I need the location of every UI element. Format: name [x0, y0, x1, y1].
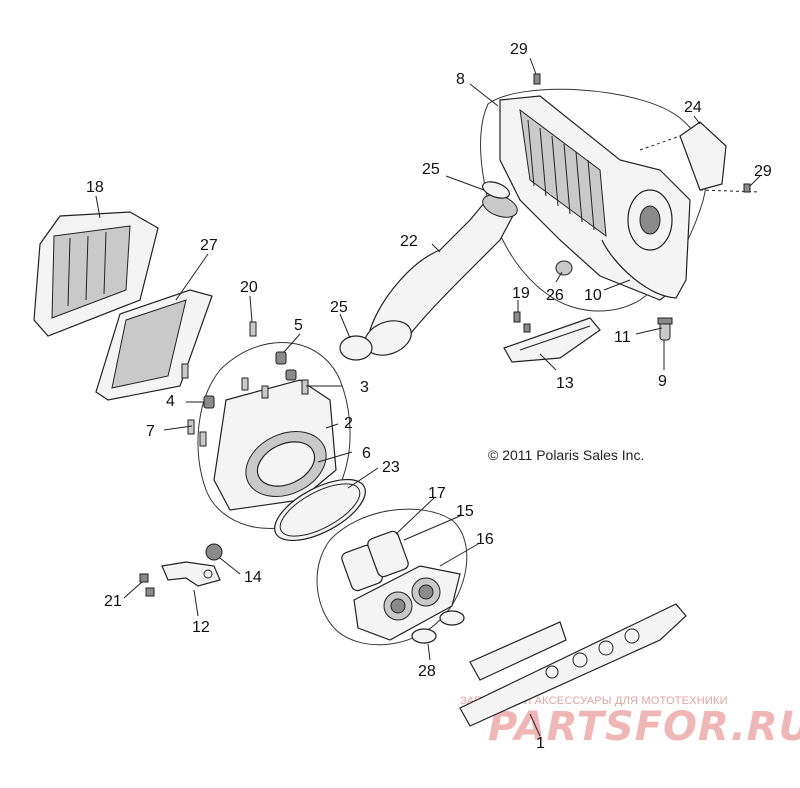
callout-2: 2 [344, 415, 353, 432]
rubber-mount [205, 543, 223, 561]
clamp-28a [411, 628, 437, 644]
callout-10: 10 [584, 287, 602, 304]
watermark-brand: PARTSFOR.RU [488, 704, 800, 750]
callout-25-lower: 25 [330, 299, 348, 316]
callout-4: 4 [166, 393, 175, 410]
callout-26: 26 [546, 287, 564, 304]
airbox-housing [499, 95, 691, 301]
callout-28: 28 [418, 663, 436, 680]
screw-19 [513, 311, 521, 323]
callout-16: 16 [476, 531, 494, 548]
hose-clamp-upper [482, 181, 510, 199]
callout-7: 7 [146, 423, 155, 440]
callout-25-upper: 25 [422, 161, 440, 178]
mount-bracket [161, 561, 221, 587]
filter-box [33, 211, 159, 337]
screw-21b [145, 587, 155, 597]
screw-29-top [533, 73, 541, 85]
callout-11: 11 [614, 329, 631, 346]
intake-duct [364, 194, 518, 356]
leader-lines [95, 57, 761, 737]
drain-valve [657, 317, 673, 341]
callout-21: 21 [104, 593, 122, 610]
screw-19b [523, 323, 531, 333]
grommet [555, 260, 573, 276]
callout-18: 18 [86, 179, 104, 196]
callout-labels: 1 2 3 4 5 6 7 8 9 10 11 12 13 14 15 16 1… [86, 41, 772, 752]
callout-1: 1 [536, 735, 545, 752]
callout-5: 5 [294, 317, 303, 334]
callout-19: 19 [512, 285, 530, 302]
callout-8: 8 [456, 71, 465, 88]
callout-15: 15 [456, 503, 474, 520]
copyright-notice: © 2011 Polaris Sales Inc. [488, 447, 644, 463]
fasteners-cluster [181, 321, 309, 447]
outlet-plenum [341, 530, 461, 641]
callout-12: 12 [192, 619, 210, 636]
filter-element [95, 289, 213, 401]
callout-29-top: 29 [510, 41, 528, 58]
callout-9: 9 [658, 373, 667, 390]
callout-20: 20 [240, 279, 258, 296]
seal-ring [274, 478, 366, 542]
inlet-housing [213, 379, 337, 511]
support-bracket [503, 317, 601, 363]
callout-22: 22 [400, 233, 418, 250]
watermark: ЗАПЧАСТИ И АКСЕССУАРЫ ДЛЯ МОТОТЕХНИКИ PA… [460, 695, 800, 750]
callout-6: 6 [362, 445, 371, 462]
screw-21a [139, 573, 149, 583]
hose-clamp-lower [339, 335, 373, 361]
base-plate [459, 603, 687, 727]
callout-27: 27 [200, 237, 218, 254]
clamp-28b [439, 610, 465, 626]
callout-3: 3 [360, 379, 369, 396]
callout-17: 17 [428, 485, 446, 502]
callout-24: 24 [684, 99, 702, 116]
callout-29-right: 29 [754, 163, 772, 180]
callout-13: 13 [556, 375, 574, 392]
screw-29-right [743, 183, 751, 193]
callout-14: 14 [244, 569, 262, 586]
callout-23: 23 [382, 459, 400, 476]
